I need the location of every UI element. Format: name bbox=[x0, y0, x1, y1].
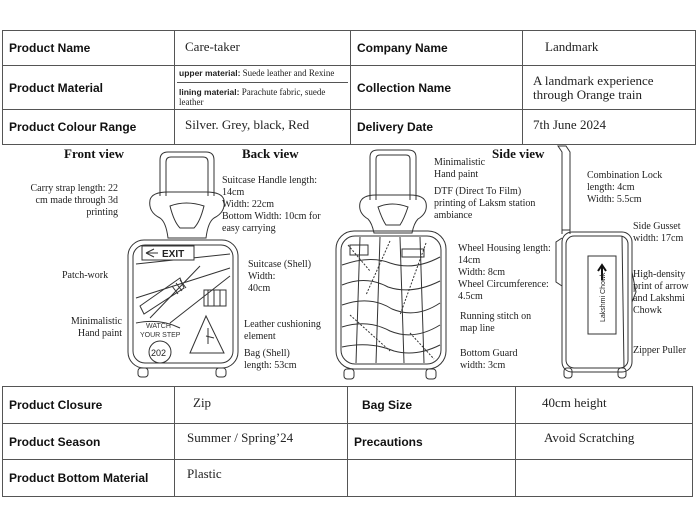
product-season-value: Summer / Spring’24 bbox=[174, 423, 348, 460]
suitcase-shell-note: Suitcase (Shell) Width: 40cm bbox=[248, 259, 312, 294]
delivery-date-label: Delivery Date bbox=[350, 109, 523, 145]
lakshmi-chowk-text: Lakshmi Chowk bbox=[600, 272, 607, 322]
bag-shell-note: Bag (Shell) length: 53cm bbox=[244, 348, 297, 371]
lining-material-value: Parachute fabric, suede leather bbox=[179, 87, 326, 107]
bottom-material-value: Plastic bbox=[174, 459, 348, 497]
number-badge-text: 202 bbox=[151, 348, 166, 358]
wheel-housing-note: Wheel Housing length: 14cm Width: 8cm Wh… bbox=[458, 243, 551, 302]
minimalistic-hand-paint-note: Minimalistic Hand paint bbox=[434, 157, 486, 180]
bag-size-label: Bag Size bbox=[347, 386, 516, 424]
back-view-title: Back view bbox=[242, 146, 299, 161]
company-name-label: Company Name bbox=[350, 30, 523, 66]
company-name-value: Landmark bbox=[522, 30, 696, 66]
colour-range-label: Product Colour Range bbox=[2, 109, 175, 145]
carry-strap-note: Carry strap length: 22 cm made through 3… bbox=[30, 183, 118, 218]
product-details-table: Product Closure Zip Bag Size 40cm height… bbox=[2, 386, 693, 497]
product-name-label: Product Name bbox=[2, 30, 175, 66]
product-spec-table: Product Name Care-taker Company Name Lan… bbox=[2, 30, 696, 145]
dtf-print-note: DTF (Direct To Film) printing of Laksm s… bbox=[434, 186, 536, 221]
exit-sign: EXIT bbox=[141, 245, 195, 261]
leather-cushioning-note: Leather cushioning element bbox=[244, 319, 321, 342]
exit-sign-text: EXIT bbox=[162, 249, 184, 260]
product-closure-label: Product Closure bbox=[2, 386, 175, 424]
combination-lock-note: Combination Lock length: 4cm Width: 5.5c… bbox=[587, 170, 663, 205]
front-view-sketch: EXIT WATCH YOUR STEP 202 bbox=[127, 151, 239, 378]
precautions-value: Avoid Scratching bbox=[515, 423, 693, 460]
back-view-sketch bbox=[335, 149, 447, 380]
front-view-title: Front view bbox=[64, 146, 125, 161]
upper-material-label: upper material: bbox=[179, 68, 241, 78]
product-season-label: Product Season bbox=[2, 423, 175, 460]
your-step-text: YOUR STEP bbox=[140, 332, 181, 339]
side-gusset-note: Side Gusset width: 17cm bbox=[633, 221, 684, 244]
side-view-sketch: Lakshmi Chowk bbox=[555, 145, 637, 379]
colour-range-value: Silver. Grey, black, Red bbox=[174, 109, 351, 145]
zipper-puller-note: Zipper Puller bbox=[633, 345, 687, 356]
side-view-title: Side view bbox=[492, 146, 545, 161]
suitcase-handle-note: Suitcase Handle length: 14cm Width: 22cm… bbox=[222, 175, 321, 234]
product-material-label: Product Material bbox=[2, 65, 175, 110]
bottom-material-label: Product Bottom Material bbox=[2, 459, 175, 497]
high-density-print-note: High-density print of arrow and Lakshmi … bbox=[633, 269, 689, 316]
patchwork-note: Patch-work bbox=[62, 270, 109, 281]
watch-text: WATCH bbox=[146, 323, 171, 330]
product-name-value: Care-taker bbox=[174, 30, 351, 66]
collection-name-label: Collection Name bbox=[350, 65, 523, 110]
product-material-value: upper material: Suede leather and Rexine… bbox=[174, 65, 351, 110]
product-closure-value: Zip bbox=[174, 386, 348, 424]
empty-cell bbox=[347, 459, 516, 497]
collection-name-value: A landmark experience through Orange tra… bbox=[522, 65, 696, 110]
up-arrow-icon bbox=[597, 263, 607, 280]
precautions-label: Precautions bbox=[347, 423, 516, 460]
hand-paint-note: Minimalistic Hand paint bbox=[70, 316, 122, 339]
delivery-date-value: 7th June 2024 bbox=[522, 109, 696, 145]
lining-material-label: lining material: bbox=[179, 87, 240, 97]
bag-size-value: 40cm height bbox=[515, 386, 693, 424]
upper-material-value: Suede leather and Rexine bbox=[242, 68, 335, 78]
bottom-guard-note: Bottom Guard width: 3cm bbox=[460, 348, 518, 371]
empty-cell bbox=[515, 459, 693, 497]
running-stitch-note: Running stitch on map line bbox=[460, 311, 532, 334]
